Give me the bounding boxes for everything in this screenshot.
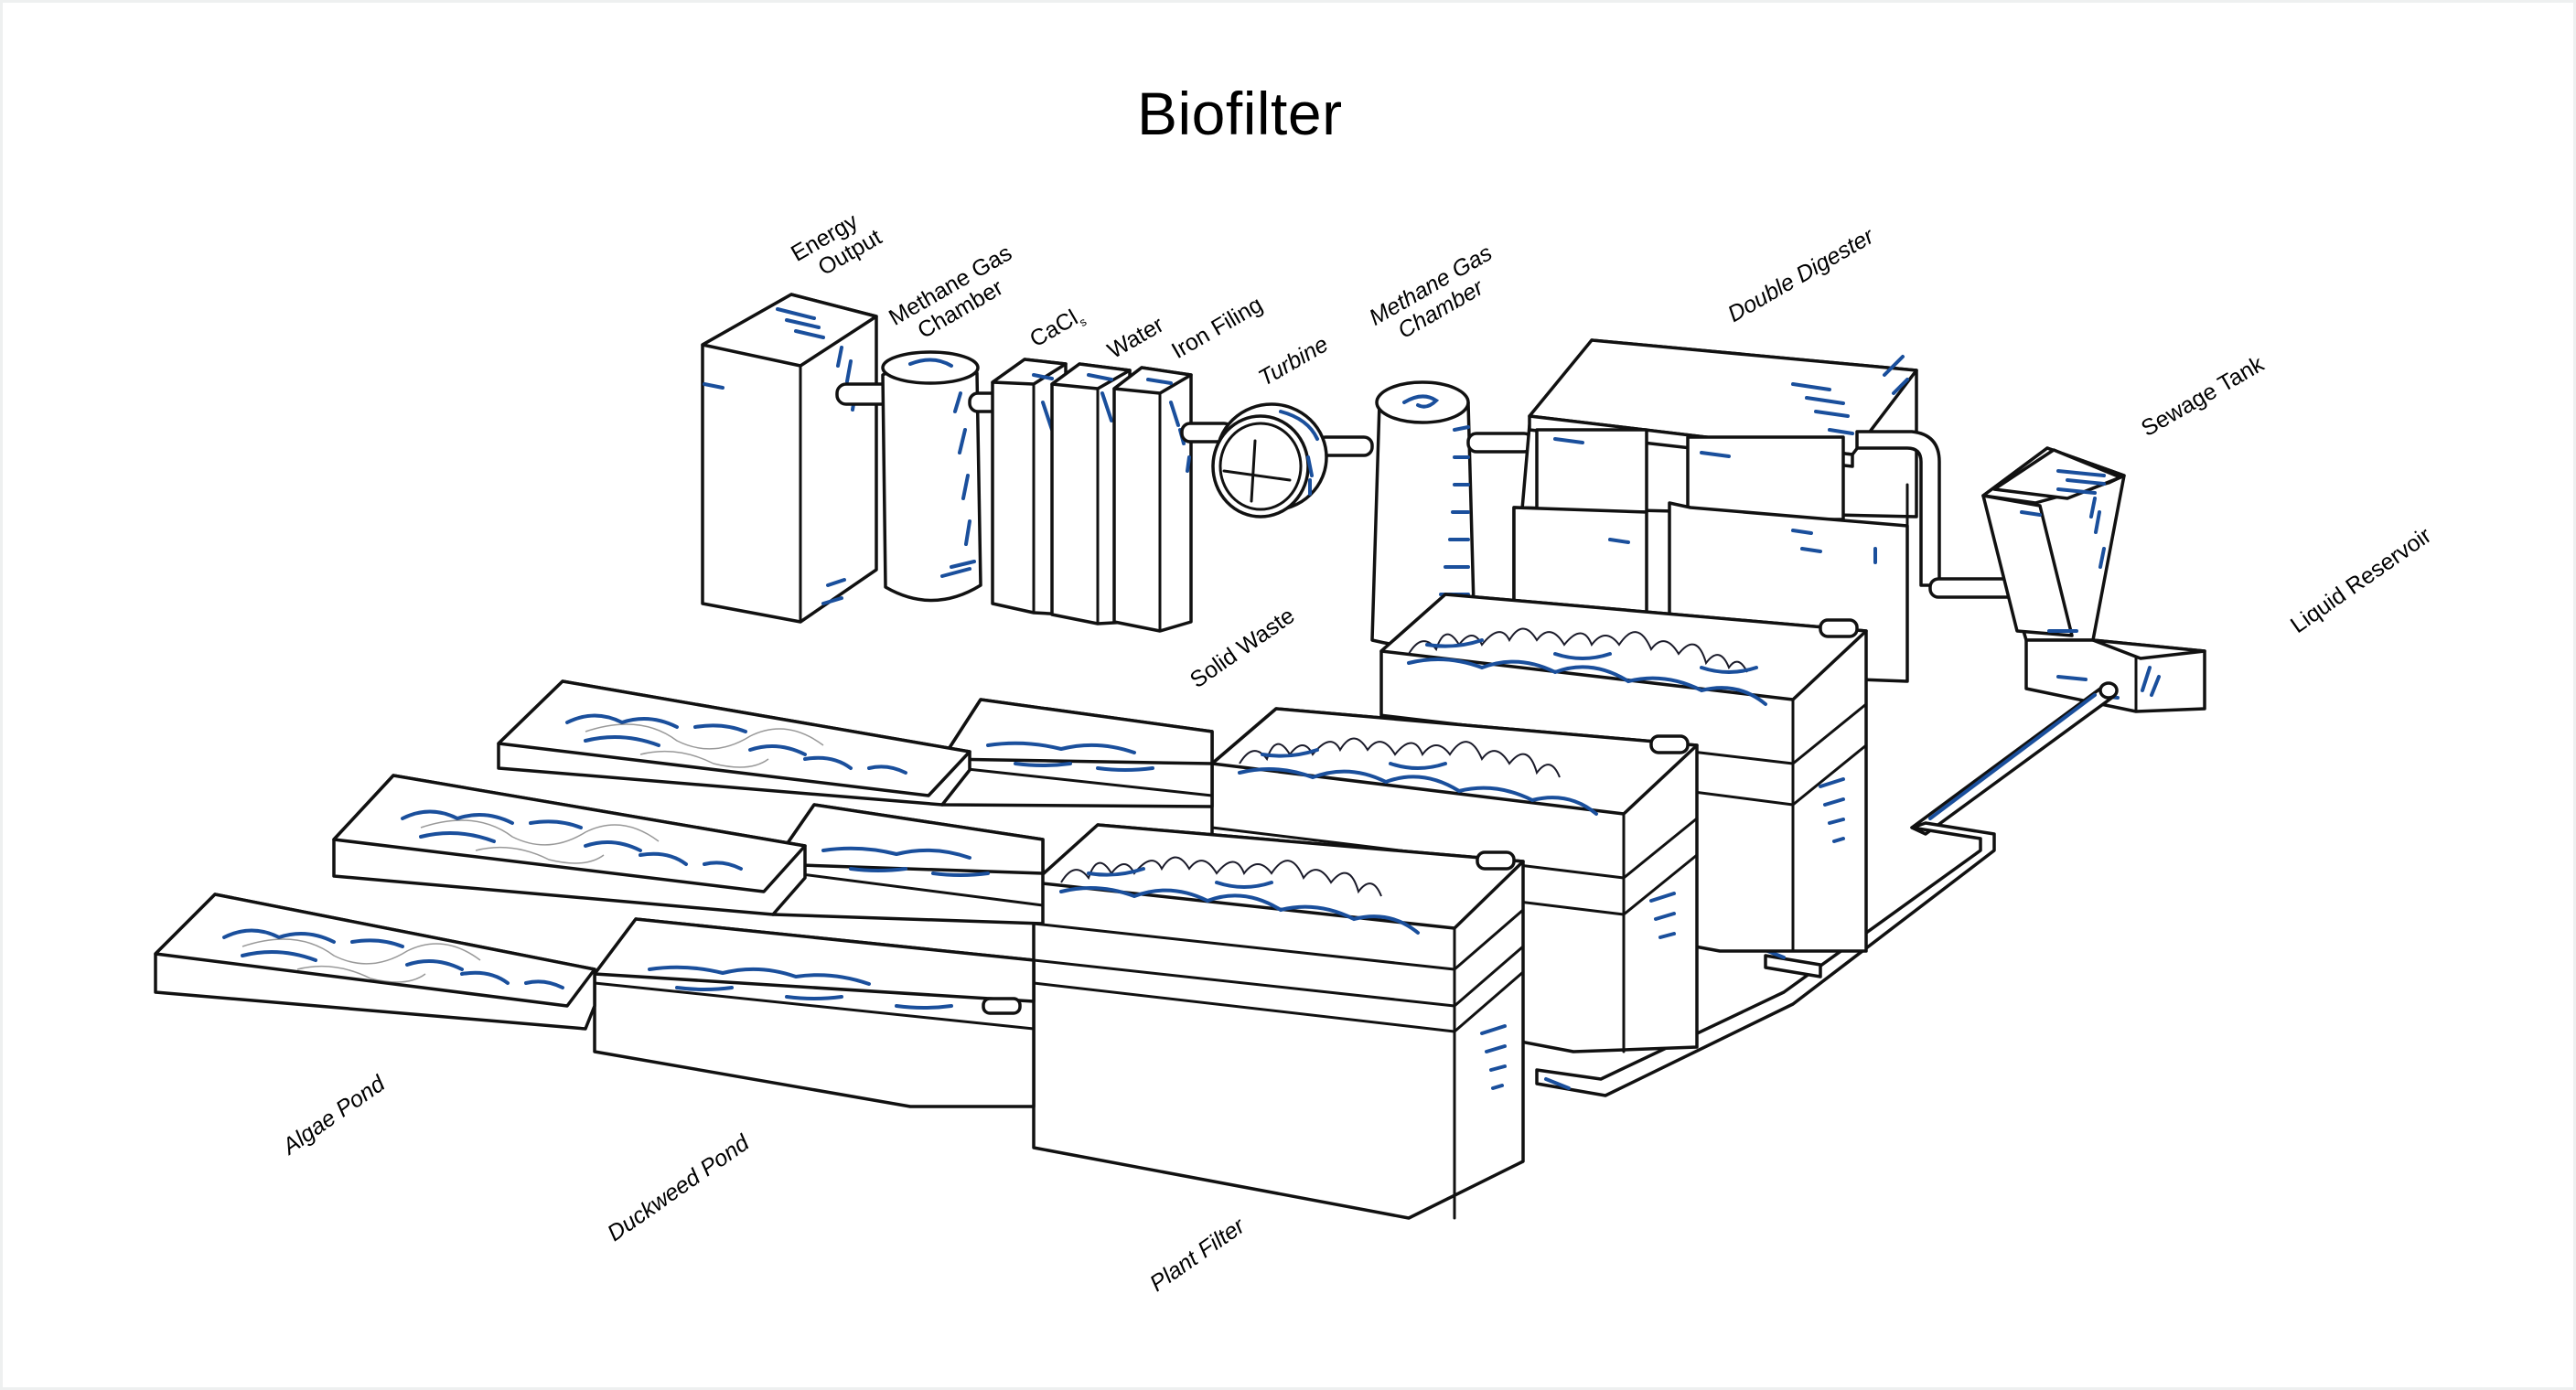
duckweed-pond-front: [593, 917, 1036, 1108]
diagram-title: Biofilter: [1137, 80, 1343, 147]
plant-filter-front: [1032, 823, 1525, 1220]
algae-pond-middle: [332, 774, 807, 916]
algae-pond-back: [497, 679, 971, 807]
duckweed-pond-back: [940, 698, 1214, 808]
turbine: [1211, 402, 1328, 519]
double-digester: [1512, 338, 2033, 683]
iron-filing-column: [1112, 366, 1193, 633]
liquid-return-pipe: [1910, 681, 2119, 836]
sewage-tank: [1981, 446, 2126, 642]
duckweed-pond-middle: [771, 803, 1045, 925]
liquid-reservoir: [2024, 638, 2206, 713]
algae-pond-front: [154, 893, 596, 1031]
energy-output-box: [701, 293, 878, 624]
water-column: [1050, 362, 1132, 626]
methane-gas-chamber-1: [881, 350, 982, 603]
